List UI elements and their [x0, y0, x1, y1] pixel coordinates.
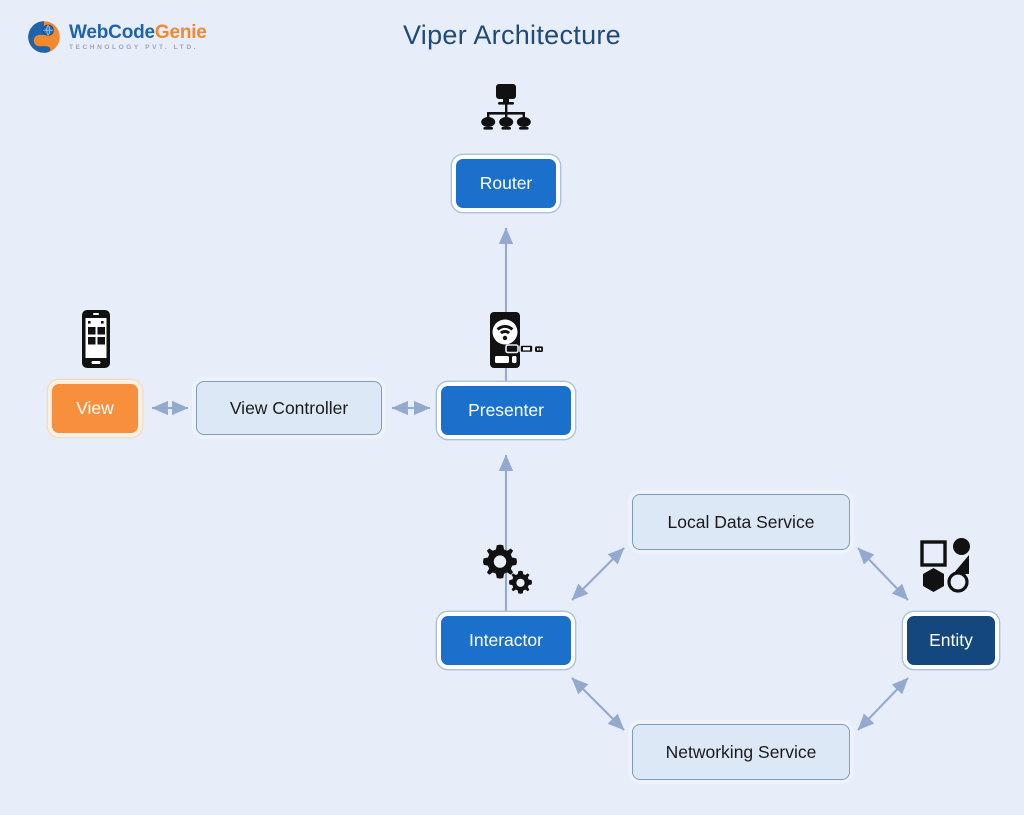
- node-view-controller[interactable]: View Controller: [196, 381, 382, 435]
- node-entity[interactable]: Entity: [903, 612, 999, 669]
- phone-wifi-devices-icon: [490, 312, 543, 368]
- page-title: Viper Architecture: [402, 20, 621, 50]
- node-interactor[interactable]: Interactor: [437, 612, 575, 669]
- connector-localdata-entity: [857, 547, 909, 601]
- brand-word-web: Web: [69, 21, 109, 43]
- brand-tagline: TECHNOLOGY PVT. LTD.: [69, 43, 199, 51]
- webcodegenie-logo-mark-icon: [28, 21, 60, 53]
- node-networking-service[interactable]: Networking Service: [632, 724, 850, 780]
- connector-interactor-networking: [571, 677, 625, 731]
- node-router[interactable]: Router: [452, 155, 560, 212]
- node-presenter[interactable]: Presenter: [437, 382, 575, 439]
- connector-networking-entity: [857, 677, 909, 731]
- mobile-phone-icon: [82, 310, 110, 368]
- node-router-label: Router: [479, 173, 533, 193]
- connector-interactor-localdata: [571, 547, 625, 601]
- node-view-label: View: [76, 398, 114, 418]
- brand-wordmark: WebCodeGenie TECHNOLOGY PVT. LTD.: [69, 23, 207, 52]
- gears-icon: [483, 544, 532, 594]
- node-networking-service-label: Networking Service: [665, 741, 817, 762]
- shapes-icon: [920, 538, 970, 593]
- node-entity-label: Entity: [929, 630, 973, 650]
- brand-word-genie: Genie: [154, 21, 207, 43]
- network-router-icon: [481, 84, 531, 130]
- node-view-controller-label: View Controller: [229, 397, 349, 418]
- node-interactor-label: Interactor: [469, 630, 543, 650]
- node-view[interactable]: View: [48, 380, 142, 437]
- node-presenter-label: Presenter: [468, 400, 544, 420]
- node-local-data-service[interactable]: Local Data Service: [632, 494, 850, 550]
- brand-word-code: Code: [108, 21, 155, 43]
- node-local-data-service-label: Local Data Service: [667, 511, 815, 532]
- brand-logo: WebCodeGenie TECHNOLOGY PVT. LTD.: [26, 14, 207, 60]
